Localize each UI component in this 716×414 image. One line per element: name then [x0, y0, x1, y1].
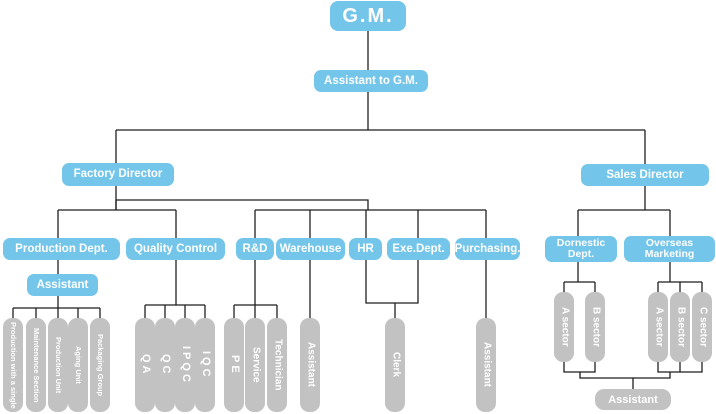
- quality-subunit-pill: IQC: [195, 318, 215, 412]
- production-subunit-pill: Aging Unit: [68, 318, 88, 412]
- production-subunit-label: Packaging Group: [95, 333, 105, 397]
- overseas-marketing-line2: Marketing: [644, 248, 695, 260]
- domestic-dept-line2: Dept.: [567, 248, 595, 260]
- rd-subunit-label: Technician: [272, 339, 284, 391]
- production-subunit-label: Aging Unit: [73, 346, 83, 384]
- hr-box: HR: [349, 238, 382, 260]
- overseas-marketing-line1: Overseas: [645, 236, 694, 249]
- production-subunit-pill: Production Unit: [48, 318, 68, 412]
- domestic-sector-pill: B sector: [585, 292, 605, 362]
- rd-subunit-pill: Service: [245, 318, 265, 412]
- production-subunit-label: Production with a single: [8, 321, 18, 409]
- factory-director-box: Factory Director: [62, 163, 174, 186]
- rd-subunit-label: PE: [228, 354, 241, 376]
- rd-box: R&D: [236, 238, 274, 260]
- quality-subunit-pill: QA: [135, 318, 155, 412]
- rd-subunit-pill: PE: [224, 318, 244, 412]
- quality-control-box: Quality Control: [126, 238, 225, 260]
- domestic-sector-label: B sector: [590, 306, 602, 347]
- quality-subunit-pill: QC: [155, 318, 175, 412]
- purchasing-assistant-pill: Assistant: [476, 318, 496, 412]
- quality-subunit-label: IPQC: [179, 345, 192, 385]
- rd-subunit-pill: Technician: [267, 318, 287, 412]
- purchasing-assistant-label: Assistant: [481, 342, 493, 388]
- production-subunit-label: Production Unit: [53, 336, 63, 394]
- overseas-sector-label: A sector: [653, 307, 665, 347]
- production-subunit-pill: Production with a single: [3, 318, 23, 412]
- warehouse-assistant-pill: Assistant: [300, 318, 320, 412]
- overseas-marketing-box: Overseas Marketing: [624, 236, 715, 262]
- overseas-sector-pill: B sector: [670, 292, 690, 362]
- warehouse-box: Warehouse: [276, 238, 345, 260]
- production-assistant-box: Assistant: [27, 274, 98, 296]
- domestic-sector-label: A sector: [559, 307, 571, 347]
- warehouse-assistant-label: Assistant: [305, 342, 317, 388]
- quality-subunit-label: QC: [159, 353, 172, 377]
- sales-director-box: Sales Director: [581, 164, 709, 186]
- overseas-sector-label: B sector: [675, 306, 687, 347]
- production-subunit-pill: Packaging Group: [90, 318, 110, 412]
- production-subunit-pill: Maintenance Section: [26, 318, 46, 412]
- domestic-sector-pill: A sector: [554, 292, 574, 362]
- domestic-dept-line1: Dornestic: [556, 236, 606, 249]
- quality-subunit-pill: IPQC: [175, 318, 195, 412]
- production-subunit-label: Maintenance Section: [31, 327, 41, 403]
- rd-subunit-label: Service: [250, 347, 262, 383]
- exe-dept-box: Exe.Dept.: [387, 238, 450, 260]
- gm-box: G.M.: [330, 1, 406, 31]
- clerk-label: Clerk: [390, 352, 402, 378]
- assistant-gm-box: Assistant to G.M.: [314, 70, 428, 92]
- production-dept-box: Production Dept.: [3, 238, 120, 260]
- overseas-sector-pill: A sector: [648, 292, 668, 362]
- overseas-sector-label: C sector: [697, 306, 709, 347]
- purchasing-box: Purchasing.: [455, 238, 520, 260]
- overseas-sector-pill: C sector: [692, 292, 712, 362]
- clerk-pill: Clerk: [385, 318, 405, 412]
- quality-subunit-label: IQC: [199, 350, 212, 380]
- quality-subunit-label: QA: [139, 353, 152, 377]
- sales-assistant-pill: Assistant: [595, 389, 671, 410]
- domestic-dept-box: Dornestic Dept.: [545, 236, 617, 262]
